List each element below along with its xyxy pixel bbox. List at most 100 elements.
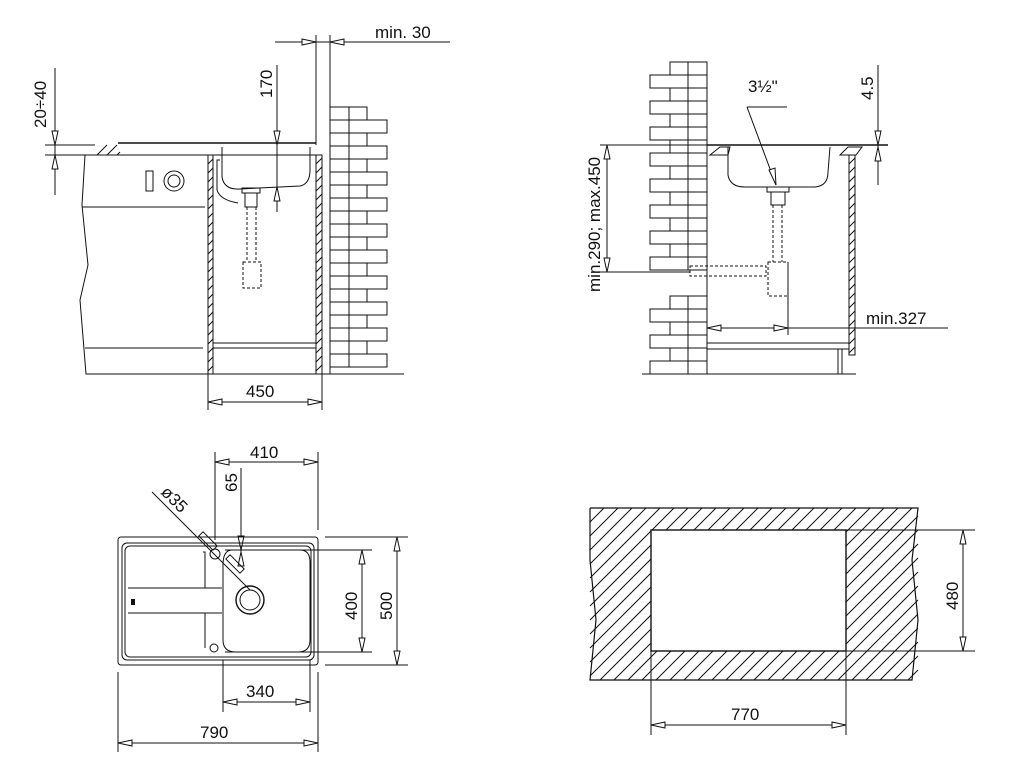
- hatch-line: [848, 301, 856, 309]
- brick: [649, 126, 689, 141]
- hatch-line: [848, 220, 856, 228]
- brick: [669, 139, 689, 154]
- hatch-line: [823, 585, 919, 681]
- brick: [348, 262, 368, 277]
- brick: [329, 210, 350, 225]
- hatch-line: [315, 337, 323, 345]
- hatch-line: [315, 166, 323, 174]
- dimension-arrow: [603, 144, 611, 160]
- hatch-line: [848, 337, 856, 345]
- brick: [348, 132, 368, 147]
- brick: [669, 113, 689, 128]
- dimension-arrow: [773, 324, 789, 332]
- hatch-line: [848, 175, 856, 183]
- dim-trap-offset-label: min.327: [866, 309, 926, 328]
- hatch-line: [207, 320, 214, 327]
- dim-countertop-label: 20÷40: [31, 81, 50, 128]
- dimension-arrow: [959, 529, 967, 545]
- brick: [687, 295, 708, 310]
- hatch-line: [315, 301, 323, 309]
- hatch-line: [848, 256, 856, 264]
- hatch-line: [589, 507, 605, 523]
- hatch-line: [207, 275, 214, 282]
- drain-outer: [235, 585, 265, 615]
- brick: [687, 165, 708, 180]
- brick: [649, 178, 689, 193]
- brick: [687, 178, 708, 193]
- hatch-line: [315, 283, 323, 291]
- brick: [348, 353, 388, 368]
- brick: [649, 256, 689, 271]
- hatch-line: [315, 265, 323, 273]
- hatch-line: [207, 347, 214, 354]
- dishwasher-knob: [163, 170, 185, 192]
- brick: [687, 243, 708, 258]
- hatch-line: [879, 641, 919, 681]
- brick: [649, 204, 689, 219]
- dimension-arrow: [329, 38, 345, 46]
- hatch-line: [207, 311, 214, 318]
- brick: [687, 217, 708, 232]
- cutout-opening: [650, 529, 847, 652]
- hatch-line: [848, 229, 856, 237]
- brick: [348, 145, 388, 160]
- hatch-line: [848, 346, 856, 354]
- dimension-arrow: [117, 739, 133, 747]
- brick: [329, 145, 350, 160]
- dishwasher-display: [145, 170, 154, 192]
- brick: [687, 126, 708, 141]
- brick: [687, 256, 708, 271]
- brick: [329, 327, 350, 342]
- brick: [329, 353, 350, 368]
- hatch-line: [848, 166, 856, 174]
- dimension-arrow: [393, 536, 401, 552]
- brick: [329, 197, 350, 212]
- overflow-hole: [209, 643, 219, 653]
- hatch-line: [207, 167, 214, 174]
- brick: [649, 334, 689, 349]
- dimension-arrow: [273, 186, 281, 202]
- dimension-arrow: [303, 739, 319, 747]
- dim-sink-width-label: 790: [200, 723, 228, 742]
- brick: [687, 100, 708, 115]
- hatch-line: [207, 266, 214, 273]
- cutout-view: [650, 529, 975, 735]
- hatch-line: [207, 221, 214, 228]
- hatch-line: [207, 329, 214, 336]
- dimension-arrow: [222, 698, 238, 706]
- tap-hole: [209, 548, 221, 560]
- hatch-line: [315, 346, 323, 354]
- hatch-line: [848, 202, 856, 210]
- brick: [687, 74, 708, 89]
- brick: [687, 139, 708, 154]
- dimension-arrow: [393, 650, 401, 666]
- brick: [669, 165, 689, 180]
- hatch-line: [848, 328, 856, 336]
- hatch-line: [848, 184, 856, 192]
- siphon-trap: [767, 261, 789, 297]
- hatch-line: [315, 256, 323, 264]
- dimension-arrow: [603, 257, 611, 273]
- hatch-line: [315, 355, 323, 363]
- dimension-arrow: [307, 398, 323, 406]
- brick: [687, 347, 708, 362]
- dimension-arrow: [207, 398, 223, 406]
- hatch-line: [315, 364, 323, 372]
- brick: [329, 249, 350, 264]
- brick: [348, 184, 368, 199]
- dimension-arrow: [831, 721, 847, 729]
- brick: [649, 360, 689, 375]
- hatch-line: [589, 507, 675, 593]
- brick: [329, 288, 350, 303]
- brick: [669, 243, 689, 258]
- hatch-line: [848, 238, 856, 246]
- dimension-arrow: [273, 130, 281, 146]
- brick: [348, 327, 388, 342]
- left-side-view: [79, 35, 404, 375]
- dimension-arrow: [295, 698, 311, 706]
- brick: [329, 262, 350, 277]
- hatch-line: [315, 220, 323, 228]
- hatch-line: [589, 507, 661, 579]
- hatch-line: [315, 157, 323, 165]
- dimension-arrow: [874, 146, 882, 162]
